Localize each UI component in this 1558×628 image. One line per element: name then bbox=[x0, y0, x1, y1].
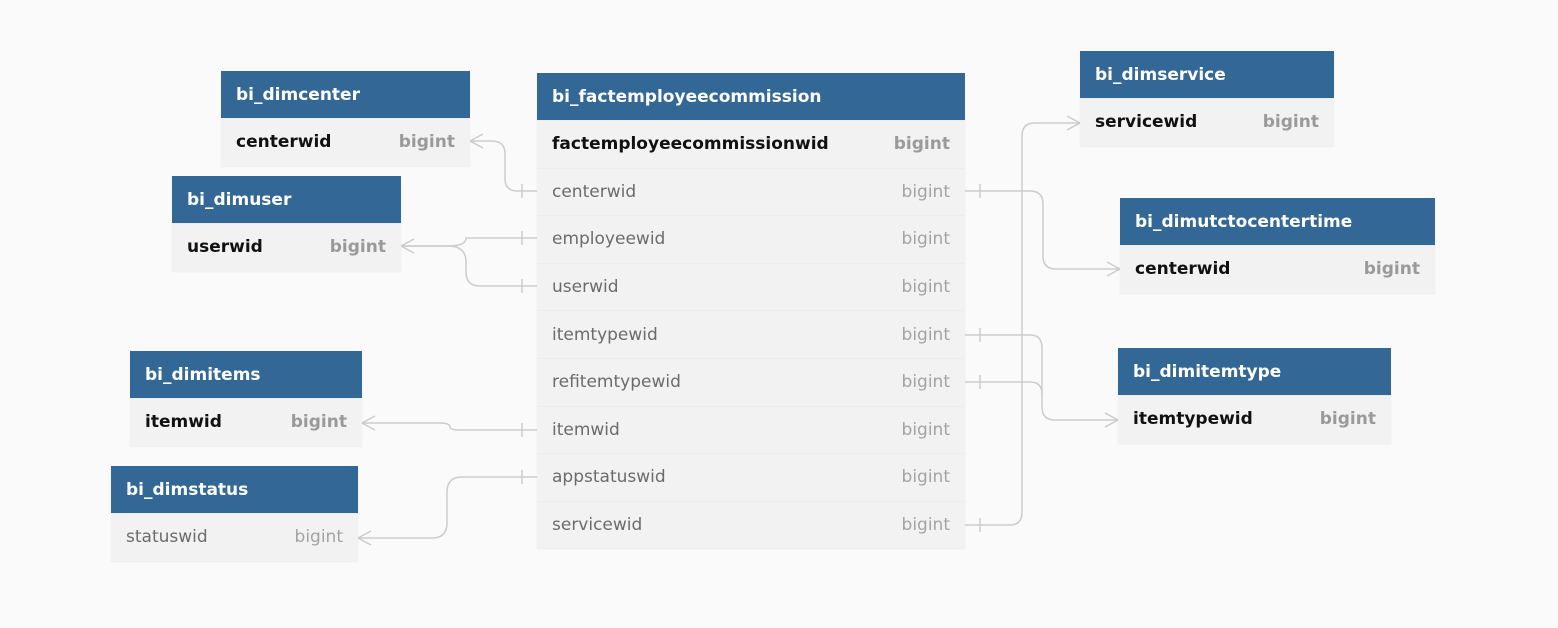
table-header: bi_dimitemtype bbox=[1118, 348, 1391, 395]
column-name: centerwid bbox=[552, 181, 637, 202]
column-name: centerwid bbox=[1135, 259, 1231, 280]
column-name: appstatuswid bbox=[552, 467, 666, 488]
crows-foot-marker bbox=[357, 530, 372, 546]
column-name: statuswid bbox=[126, 527, 208, 548]
column-name: userwid bbox=[187, 237, 263, 258]
column-row[interactable]: refitemtypewid bigint bbox=[537, 357, 965, 406]
table-bi-dimstatus[interactable]: bi_dimstatus statuswid bigint bbox=[111, 466, 358, 561]
table-header: bi_dimstatus bbox=[111, 466, 358, 513]
table-header: bi_factemployeecommission bbox=[537, 73, 965, 120]
column-name: servicewid bbox=[1095, 112, 1198, 133]
table-bi-dimutctocentertime[interactable]: bi_dimutctocentertime centerwid bigint bbox=[1120, 198, 1435, 293]
column-name: itemwid bbox=[552, 419, 620, 440]
column-row[interactable]: itemwid bigint bbox=[130, 398, 362, 446]
column-row[interactable]: userwid bigint bbox=[172, 223, 401, 271]
column-name: userwid bbox=[552, 277, 619, 298]
column-row[interactable]: itemtypewid bigint bbox=[537, 310, 965, 358]
table-header: bi_dimitems bbox=[130, 351, 362, 398]
column-type: bigint bbox=[290, 412, 347, 433]
column-row[interactable]: centerwid bigint bbox=[221, 118, 470, 166]
column-row[interactable]: appstatuswid bigint bbox=[537, 453, 965, 501]
column-type: bigint bbox=[398, 132, 455, 153]
table-bi-dimitems[interactable]: bi_dimitems itemwid bigint bbox=[130, 351, 362, 446]
column-type: bigint bbox=[294, 527, 343, 548]
crows-foot-marker bbox=[1104, 412, 1119, 428]
column-type: bigint bbox=[901, 419, 950, 440]
table-bi-dimuser[interactable]: bi_dimuser userwid bigint bbox=[172, 176, 401, 271]
table-header: bi_dimutctocentertime bbox=[1120, 198, 1435, 245]
column-type: bigint bbox=[901, 515, 950, 536]
column-type: bigint bbox=[1262, 112, 1319, 133]
edge-appstatuswid bbox=[358, 476, 537, 539]
column-type: bigint bbox=[901, 467, 950, 488]
crows-foot-marker bbox=[1066, 115, 1081, 131]
column-name: employeewid bbox=[552, 229, 666, 250]
crows-foot-marker bbox=[469, 133, 484, 149]
column-type: bigint bbox=[901, 181, 950, 202]
table-bi-factemployeecommission[interactable]: bi_factemployeecommission factemployeeco… bbox=[537, 73, 965, 549]
edge-centertime bbox=[965, 190, 1120, 270]
column-type: bigint bbox=[901, 324, 950, 345]
column-row[interactable]: statuswid bigint bbox=[111, 513, 358, 561]
edge-employeewid bbox=[401, 237, 537, 247]
table-bi-dimitemtype[interactable]: bi_dimitemtype itemtypewid bigint bbox=[1118, 348, 1391, 443]
column-type: bigint bbox=[893, 134, 950, 155]
column-type: bigint bbox=[1319, 409, 1376, 430]
column-name: itemtypewid bbox=[1133, 409, 1253, 430]
crows-foot-marker bbox=[361, 415, 376, 431]
edge-itemtypewid bbox=[965, 334, 1118, 421]
column-row[interactable]: employeewid bigint bbox=[537, 215, 965, 263]
column-type: bigint bbox=[329, 237, 386, 258]
table-bi-dimservice[interactable]: bi_dimservice servicewid bigint bbox=[1080, 51, 1334, 146]
column-row[interactable]: itemwid bigint bbox=[537, 405, 965, 454]
column-name: refitemtypewid bbox=[552, 372, 681, 393]
edge-userwid bbox=[401, 245, 537, 287]
edge-centerwid bbox=[470, 140, 537, 192]
column-type: bigint bbox=[901, 372, 950, 393]
edge-refitemtypewid bbox=[965, 381, 1043, 395]
column-type: bigint bbox=[901, 229, 950, 250]
column-row[interactable]: itemtypewid bigint bbox=[1118, 395, 1391, 443]
column-name: centerwid bbox=[236, 132, 332, 153]
table-header: bi_dimuser bbox=[172, 176, 401, 223]
crows-foot-marker bbox=[400, 238, 415, 254]
column-type: bigint bbox=[901, 277, 950, 298]
column-name: itemtypewid bbox=[552, 324, 658, 345]
crows-foot-marker bbox=[1106, 261, 1121, 277]
column-name: itemwid bbox=[145, 412, 222, 433]
column-name: servicewid bbox=[552, 515, 643, 536]
edge-itemwid bbox=[362, 422, 537, 431]
column-row[interactable]: centerwid bigint bbox=[537, 167, 965, 216]
column-row[interactable]: userwid bigint bbox=[537, 262, 965, 311]
table-header: bi_dimservice bbox=[1080, 51, 1334, 98]
edge-servicewid bbox=[965, 122, 1080, 526]
table-bi-dimcenter[interactable]: bi_dimcenter centerwid bigint bbox=[221, 71, 470, 166]
column-row[interactable]: centerwid bigint bbox=[1120, 245, 1435, 293]
column-row[interactable]: factemployeecommissionwid bigint bbox=[537, 120, 965, 168]
column-row[interactable]: servicewid bigint bbox=[1080, 98, 1334, 146]
column-name: factemployeecommissionwid bbox=[552, 134, 829, 155]
column-type: bigint bbox=[1363, 259, 1420, 280]
table-header: bi_dimcenter bbox=[221, 71, 470, 118]
column-row[interactable]: servicewid bigint bbox=[537, 500, 965, 549]
